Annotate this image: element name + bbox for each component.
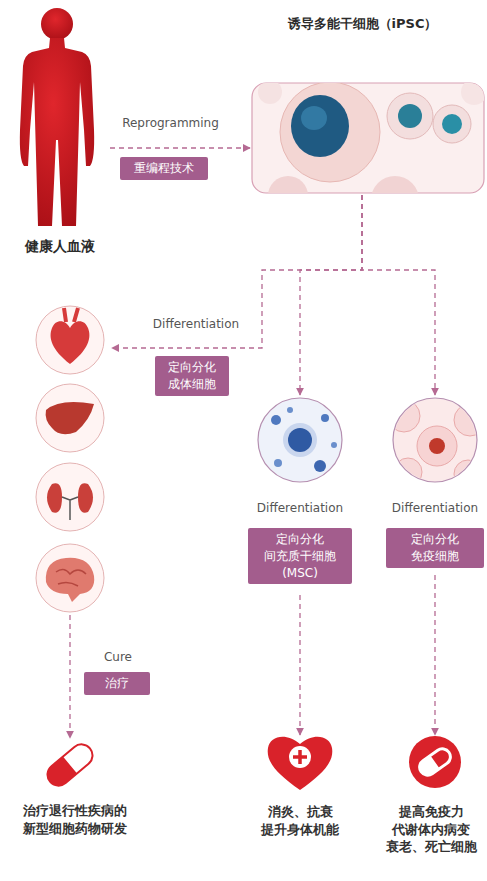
pill-label: 定向分化 免疫细胞 [386, 528, 484, 568]
person-figure: 健康人血液 [10, 5, 110, 260]
dashed-connector [300, 195, 362, 395]
dashed-connector [112, 195, 362, 348]
edge-label: Differentiation [142, 317, 250, 333]
step-label: Differentiation [245, 501, 355, 517]
step-label: Differentiation [383, 501, 487, 517]
immune-node: Differentiation 定向分化 免疫细胞 [383, 395, 487, 575]
capsule-icon [43, 740, 97, 790]
figure-caption: 健康人血液 [10, 237, 110, 255]
heart-plus-icon [268, 737, 333, 790]
pill-label: 定向分化 成体细胞 [155, 356, 229, 396]
msc-cell-image [258, 398, 342, 482]
msc-node: Differentiation 定向分化 间充质干细胞 (MSC) [245, 395, 355, 595]
dashed-connector [299, 595, 300, 735]
outcome-text: 提高免疫力 代谢体内病变 衰老、死亡细胞 [375, 803, 487, 856]
pill-label: 重编程技术 [120, 157, 208, 180]
organ-icons [36, 306, 104, 612]
box-title: 诱导多能干细胞（iPSC） [250, 16, 475, 33]
outcome-node: 提高免疫力 代谢体内病变 衰老、死亡细胞 [375, 735, 487, 875]
edge-label: Reprogramming [108, 116, 233, 132]
outcome-text: 治疗退行性疾病的 新型细胞药物研发 [5, 802, 145, 837]
dashed-connector [69, 615, 70, 738]
edge-label: Cure [96, 650, 140, 666]
ipsc-box: 诱导多能干细胞（iPSC） [250, 8, 485, 195]
pill-circle-icon [409, 736, 461, 788]
ipsc-cell-image [252, 79, 487, 224]
outcome-node: 消炎、抗衰 提升身体机能 [240, 735, 360, 850]
pill-label: 治疗 [84, 672, 150, 695]
dashed-connector [362, 195, 435, 395]
immune-cell-image [388, 398, 486, 488]
dashed-connector [434, 575, 435, 735]
pill-label: 定向分化 间充质干细胞 (MSC) [248, 528, 352, 584]
dashed-connector [110, 147, 250, 148]
outcome-node: 治疗退行性疾病的 新型细胞药物研发 [5, 738, 145, 853]
organ-column: 定向分化 成体细胞 [30, 300, 112, 615]
human-silhouette [20, 8, 94, 226]
outcome-text: 消炎、抗衰 提升身体机能 [240, 803, 360, 838]
